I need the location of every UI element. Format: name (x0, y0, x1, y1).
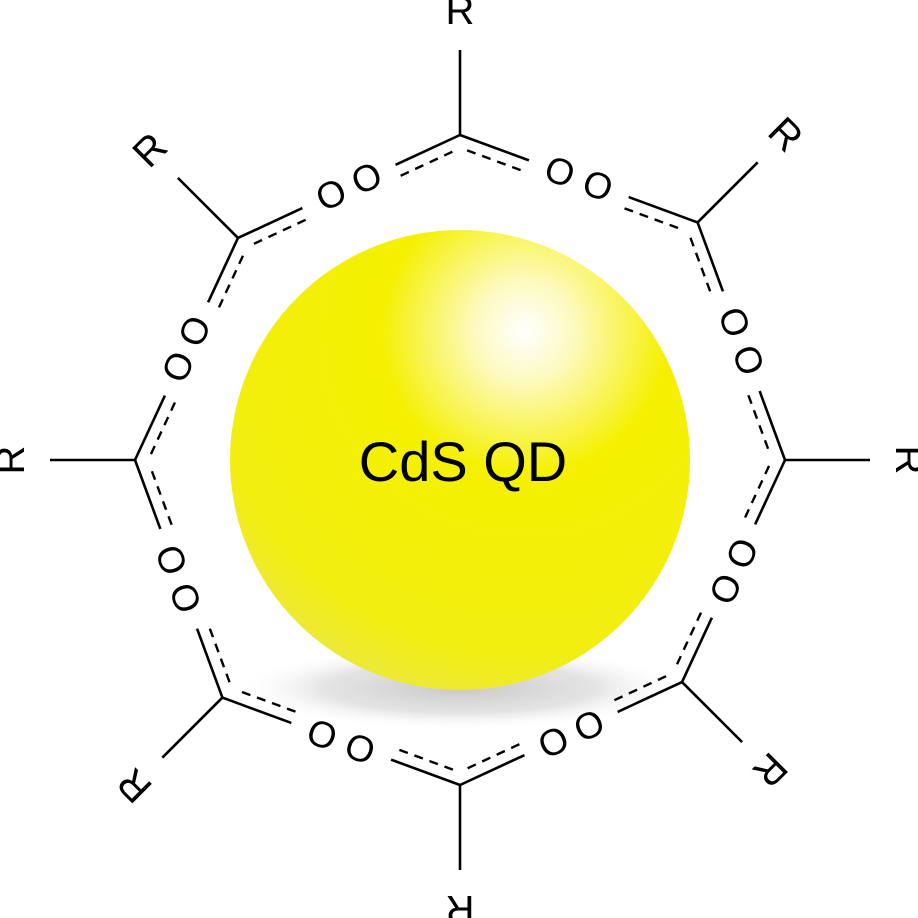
carboxylate-bond (459, 753, 525, 787)
r-group-label: R (446, 0, 475, 33)
carboxylate-bond (753, 459, 787, 525)
carboxylate-bond (237, 206, 303, 240)
r-group-label: R (759, 109, 811, 161)
oxygen-atom-label: O (310, 170, 353, 219)
oxygen-atom-label: O (539, 148, 580, 196)
oxygen-atom-label: O (148, 539, 196, 580)
delocalized-bond (465, 743, 520, 771)
delocalized-bond (689, 237, 713, 296)
oxygen-atom-label: O (170, 310, 219, 353)
carboxylate-bond (696, 221, 725, 292)
oxygen-atom-label: O (340, 724, 381, 772)
delocalized-bond (394, 747, 454, 771)
oxygen-atom-label: O (724, 340, 772, 381)
carboxylate-bond (459, 133, 530, 162)
r-group-bond (696, 161, 759, 224)
delocalized-bond (466, 149, 526, 173)
delocalized-bond (612, 675, 667, 703)
delocalized-bond (743, 465, 771, 520)
carboxylate-bond (758, 390, 787, 461)
carboxylate-bond (133, 395, 167, 461)
carboxylate-bond (617, 680, 683, 714)
delocalized-bond (149, 400, 177, 455)
carboxylate-bond (206, 237, 240, 303)
carboxylate-bond (390, 758, 461, 787)
r-group-label: R (109, 759, 161, 811)
oxygen-atom-label: O (161, 577, 209, 618)
delocalized-bond (217, 253, 245, 308)
oxygen-atom-label: O (577, 161, 618, 209)
r-group-label: R (744, 744, 796, 796)
delocalized-bond (675, 612, 703, 667)
carboxylate-bond (133, 459, 162, 530)
delocalized-bond (624, 207, 683, 231)
delocalized-bond (149, 466, 173, 526)
r-group-label: R (125, 125, 177, 177)
oxygen-atom-label: O (701, 567, 750, 610)
r-group-bond (681, 681, 744, 744)
delocalized-bond (253, 217, 308, 245)
oxygen-atom-label: O (717, 532, 766, 575)
oxygen-atom-label: O (345, 154, 388, 203)
delocalized-bond (400, 149, 455, 177)
carboxylate-bond (395, 133, 461, 167)
delocalized-bond (237, 689, 296, 713)
r-group-label: R (446, 887, 475, 918)
core-label: CdS QD (359, 430, 568, 493)
oxygen-atom-label: O (710, 302, 758, 343)
delocalized-bond (747, 394, 771, 454)
carboxylate-bond (680, 617, 714, 683)
r-group-label: R (0, 446, 33, 475)
r-group-bond (176, 176, 239, 239)
carboxylate-bond (195, 628, 224, 699)
carboxylate-bond (221, 696, 292, 725)
r-group-bond (161, 696, 224, 759)
oxygen-atom-label: O (154, 345, 203, 388)
cds-quantum-dot-core (230, 230, 690, 690)
delocalized-bond (207, 624, 231, 683)
r-group-label: R (887, 446, 918, 475)
carboxylate-bond (628, 195, 699, 224)
